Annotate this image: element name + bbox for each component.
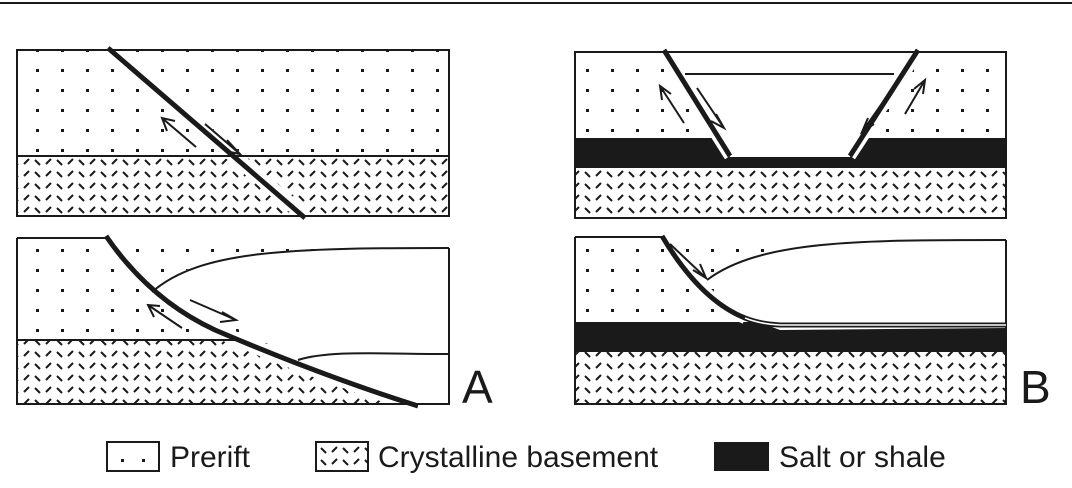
right-fault: [847, 48, 921, 158]
panel-a-upper: [16, 46, 450, 220]
legend-item-salt: Salt or shale: [714, 441, 946, 474]
slip-arrows: [658, 77, 927, 135]
listric-fault: [103, 234, 419, 409]
legend-label-crystalline: Crystalline basement: [378, 441, 659, 474]
growth-strata-boundary: [706, 239, 1007, 281]
left-fault: [661, 48, 733, 158]
panel-label-a: A: [462, 361, 493, 413]
panel-a-lower: A: [16, 234, 493, 413]
growth-strata-boundary: [151, 247, 450, 293]
legend-item-prerift: Prerift: [106, 441, 251, 474]
legend-label-salt: Salt or shale: [779, 441, 946, 474]
legend: Prerift Crystalline basement Salt or sha…: [106, 441, 946, 474]
legend-label-prerift: Prerift: [170, 441, 251, 474]
panel-label-b: B: [1020, 361, 1051, 413]
planar-fault: [106, 46, 307, 220]
slip-arrows: [146, 299, 240, 329]
legend-swatch-salt: [714, 442, 769, 471]
panel-b-lower: B: [574, 234, 1051, 413]
legend-swatch-crystalline: [315, 441, 369, 472]
panel-b-upper: [574, 48, 1007, 219]
slip-arrows: [669, 243, 709, 281]
legend-item-crystalline: Crystalline basement: [315, 441, 659, 474]
legend-swatch-prerift: [106, 441, 160, 472]
slip-arrows: [160, 116, 243, 156]
